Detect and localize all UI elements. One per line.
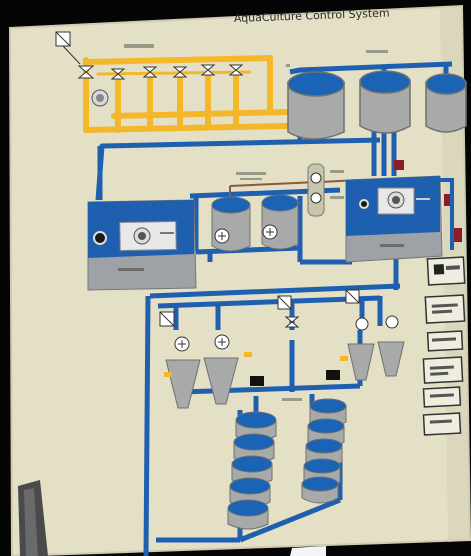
crossed-box-sensor-icon	[159, 311, 175, 327]
bottom-white-tab	[290, 546, 326, 556]
panel-title: AquaCulture Control System	[234, 7, 390, 25]
top-tank-1	[287, 71, 345, 140]
indicator-light	[359, 199, 369, 209]
right-control-module	[345, 175, 443, 263]
digital-display	[250, 376, 264, 386]
digital-display	[326, 370, 340, 380]
filter-cone-4	[377, 315, 405, 377]
valve-icon	[110, 68, 126, 80]
crossed-box-sensor-icon	[277, 295, 292, 310]
indicator-column	[307, 163, 325, 217]
circle-pump-icon	[355, 317, 369, 331]
valve-icon	[200, 64, 216, 76]
middle-tank-2	[261, 194, 299, 250]
valve-icon	[172, 66, 188, 78]
red-indicator	[394, 160, 404, 170]
legend-plates	[422, 256, 466, 436]
valve-icon	[228, 64, 244, 76]
valve-icon	[77, 65, 95, 79]
yellow-valves	[77, 64, 244, 80]
top-tank-3	[425, 73, 467, 133]
filter-cone-1	[165, 336, 201, 409]
filter-cone-3	[347, 317, 375, 381]
left-control-module	[87, 199, 197, 291]
crossed-box-sensor-icon	[55, 31, 71, 47]
cylinder-stack-right	[301, 398, 347, 504]
cylinder-stack-left	[227, 411, 277, 530]
yellow-air-pipeline	[83, 55, 289, 133]
red-indicator	[444, 194, 454, 206]
circle-pump-icon	[385, 315, 399, 329]
valve-icon	[142, 66, 158, 78]
top-tank-2	[359, 70, 411, 134]
filter-cone-2	[203, 334, 239, 405]
valve-icon	[284, 316, 300, 328]
air-label	[124, 44, 154, 48]
indicator-light	[93, 231, 107, 245]
crossed-box-sensor-icon	[345, 289, 360, 304]
middle-tank-1	[211, 196, 251, 252]
